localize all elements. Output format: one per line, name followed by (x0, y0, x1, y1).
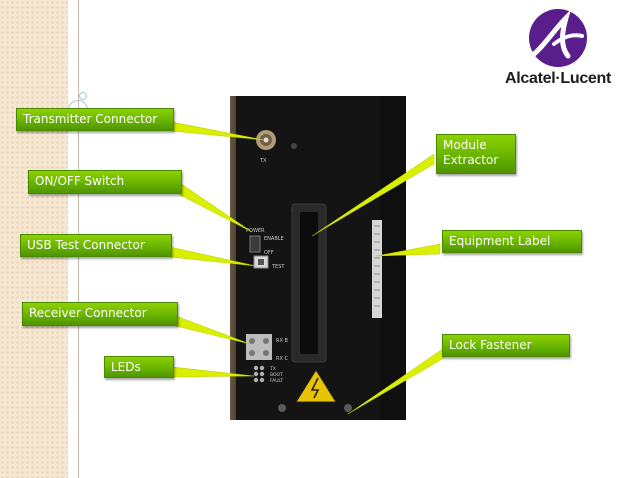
callout-module-extractor: Module Extractor (436, 134, 516, 174)
transmitter-connector (256, 130, 276, 150)
callout-usb-test-connector: USB Test Connector (20, 234, 172, 257)
test-mark: TEST (271, 264, 285, 270)
tx-mark: TX (259, 158, 267, 164)
module-panel: TX POWER ENABLE OFF TEST RX B RX C (236, 96, 406, 420)
brand-text: Alcatel·Lucent (504, 70, 612, 87)
power-mark: POWER (246, 228, 265, 234)
callout-leds: LEDs (104, 356, 174, 378)
equipment-photo: TX POWER ENABLE OFF TEST RX B RX C (230, 96, 406, 420)
warning-triangle-icon (295, 369, 337, 403)
callout-on-off-switch: ON/OFF Switch (28, 170, 182, 194)
decorative-ring-small (79, 92, 87, 100)
leader-module (311, 153, 435, 237)
leader-onoff (179, 182, 253, 233)
fault-mark: FAULT (270, 378, 283, 384)
leader-leds (171, 366, 255, 378)
leader-lock (347, 347, 445, 415)
receiver-connectors (246, 334, 272, 360)
on-off-switch (249, 235, 261, 253)
enable-mark: ENABLE (264, 236, 284, 242)
leader-transmitter (171, 121, 265, 141)
alcatel-lucent-emblem-icon (529, 9, 587, 67)
callout-transmitter-connector: Transmitter Connector (16, 108, 174, 131)
lock-fastener-screw (344, 404, 352, 412)
module-extractor-handle (291, 203, 327, 363)
equipment-label-sticker (372, 220, 382, 318)
callout-lock-fastener: Lock Fastener (442, 334, 570, 357)
alcatel-lucent-logo: Alcatel·Lucent (488, 8, 628, 94)
leader-equipment (375, 243, 441, 257)
rx-c-mark: RX C (276, 356, 288, 362)
leader-receiver (175, 315, 251, 345)
leader-usb (169, 246, 257, 267)
bottom-screw-left (278, 404, 286, 412)
rx-b-mark: RX B (276, 338, 288, 344)
off-mark: OFF (264, 250, 274, 256)
callout-receiver-connector: Receiver Connector (22, 302, 178, 326)
tx-led-mark: TX (269, 366, 276, 372)
status-leds (253, 365, 265, 383)
boot-mark: BOOT (270, 372, 283, 378)
callout-equipment-label: Equipment Label (442, 230, 582, 253)
